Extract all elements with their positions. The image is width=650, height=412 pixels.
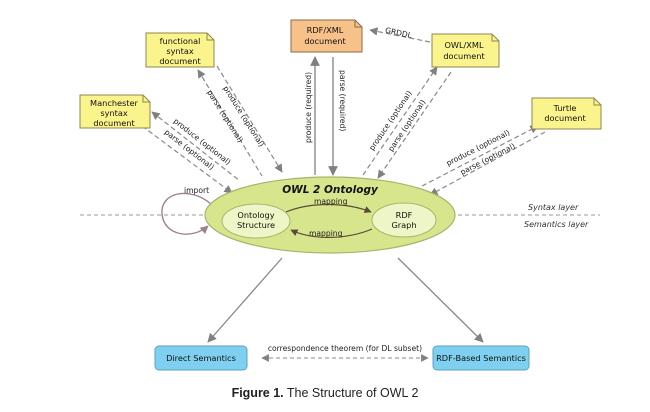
to-direct-semantics-arrow: [207, 257, 283, 343]
figure-caption: Figure 1. The Structure of OWL 2: [0, 386, 650, 400]
owlxml-document: OWL/XML document: [431, 33, 500, 68]
correspondence-label: correspondence theorem (for DL subset): [268, 344, 422, 353]
svg-text:document: document: [544, 113, 586, 123]
correspondence-edge: correspondence theorem (for DL subset): [261, 344, 429, 362]
svg-text:RDF/XML: RDF/XML: [307, 25, 344, 35]
to-rdf-semantics-arrow: [397, 257, 484, 343]
svg-text:functional: functional: [160, 36, 201, 46]
svg-text:RDF-Based Semantics: RDF-Based Semantics: [436, 353, 526, 363]
svg-text:Manchester: Manchester: [90, 98, 139, 108]
ontology-structure-node: Ontology Structure: [221, 203, 291, 239]
owlxml-edges: produce (optional) parse (optional): [362, 66, 452, 179]
import-label: import: [184, 186, 209, 195]
svg-text:Structure: Structure: [237, 220, 275, 230]
grddl-label: GRDDL: [384, 26, 413, 41]
caption-text: The Structure of OWL 2: [286, 386, 419, 400]
grddl-edge: GRDDL: [369, 26, 431, 43]
caption-label: Figure 1.: [231, 386, 284, 400]
svg-text:Graph: Graph: [391, 220, 416, 230]
mapping-edges: mapping mapping: [285, 197, 373, 238]
svg-text:document: document: [304, 36, 346, 46]
manchester-syntax-document: Manchester syntax document: [79, 94, 151, 129]
svg-text:document: document: [159, 56, 201, 66]
mapping-top-label: mapping: [314, 197, 348, 206]
functional-syntax-document: functional syntax document: [145, 32, 215, 68]
rdfxml-edges: produce (required) parse (required): [304, 56, 347, 176]
turtle-edges: produce (optional) parse (optional): [421, 125, 546, 196]
rdfxml-produce-label: produce (required): [304, 72, 313, 143]
svg-text:syntax: syntax: [166, 46, 194, 56]
syntax-layer-label: Syntax layer: [528, 203, 579, 212]
import-loop: import: [161, 186, 212, 235]
rdfxml-document: RDF/XML document: [290, 19, 363, 53]
svg-text:Turtle: Turtle: [553, 103, 577, 113]
ontology-title: OWL 2 Ontology: [282, 184, 379, 196]
svg-text:document: document: [93, 118, 135, 128]
direct-semantics-box: Direct Semantics: [154, 345, 248, 371]
turtle-document: Turtle document: [531, 97, 602, 130]
mapping-bottom-label: mapping: [309, 229, 343, 238]
rdf-graph-node: RDF Graph: [371, 202, 437, 238]
svg-text:RDF: RDF: [396, 210, 413, 220]
svg-text:Direct Semantics: Direct Semantics: [166, 353, 236, 363]
svg-text:syntax: syntax: [100, 108, 128, 118]
rdfxml-parse-label: parse (required): [338, 70, 347, 131]
semantics-layer-label: Semantics layer: [524, 220, 589, 229]
rdf-based-semantics-box: RDF-Based Semantics: [432, 345, 530, 371]
svg-text:Ontology: Ontology: [237, 210, 274, 220]
svg-text:document: document: [443, 51, 485, 61]
svg-text:OWL/XML: OWL/XML: [444, 40, 484, 50]
